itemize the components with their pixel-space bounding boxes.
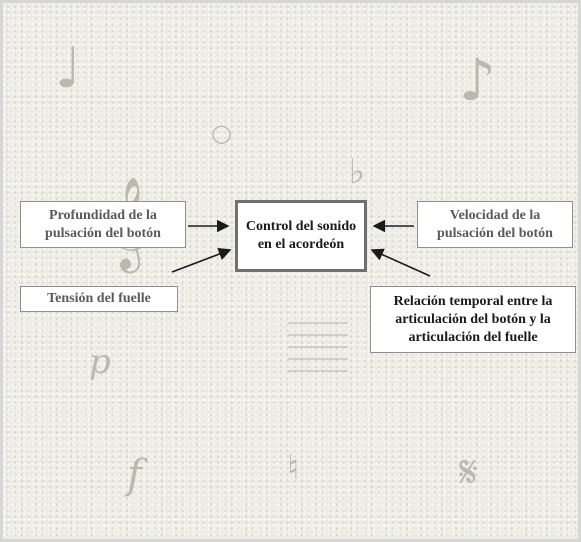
forte-dynamic-icon: f — [127, 452, 142, 498]
flat-icon: ♭ — [349, 152, 366, 192]
natural-icon: ♮ — [287, 448, 300, 488]
staff-lines-icon — [288, 322, 348, 372]
whole-note-icon: ○ — [211, 119, 232, 147]
tension-box: Tensión del fuelle — [20, 286, 178, 312]
timing-box: Relación temporal entre la articulación … — [370, 286, 576, 353]
depth-box: Profundidad de la pulsación del botón — [20, 201, 186, 248]
eighth-note-icon: ♪ — [459, 46, 497, 114]
depth-label: Profundidad de la pulsación del botón — [45, 207, 161, 241]
tension-label: Tensión del fuelle — [47, 291, 151, 306]
timing-label: Relación temporal entre la articulación … — [393, 293, 553, 345]
piano-dynamic-icon: p — [89, 342, 111, 382]
quarter-note-icon: ♩ — [55, 36, 82, 101]
segno-icon: 𝄋 — [459, 447, 478, 498]
velocity-box: Velocidad de la pulsación del botón — [417, 201, 573, 248]
center-label: Control del sonido en el acordeón — [245, 219, 357, 252]
center-box: Control del sonido en el acordeón — [235, 200, 367, 272]
velocity-label: Velocidad de la pulsación del botón — [437, 207, 553, 241]
